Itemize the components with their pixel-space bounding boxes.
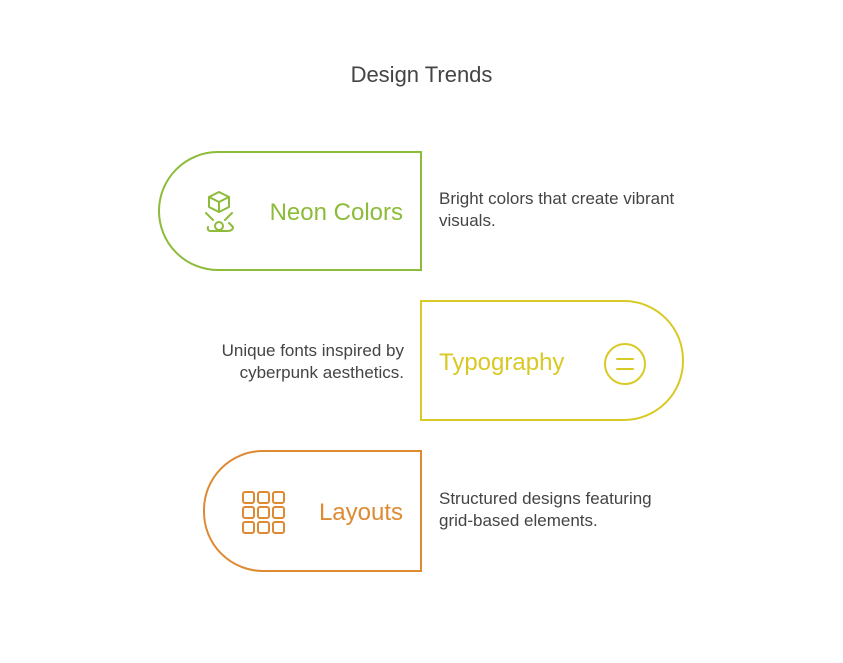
description-line: grid-based elements.: [439, 511, 598, 530]
description-line: visuals.: [439, 211, 496, 230]
description-line: Bright colors that create vibrant: [439, 189, 675, 208]
pill-typography: Typography: [420, 300, 684, 421]
description-typography: Unique fonts inspired by cyberpunk aesth…: [222, 340, 404, 384]
description-layouts: Structured designs featuring grid-based …: [439, 488, 652, 532]
description-line: Structured designs featuring: [439, 489, 652, 508]
pill-neon-colors: Neon Colors: [158, 151, 422, 271]
description-line: Unique fonts inspired by: [221, 341, 404, 360]
pill-layouts: Layouts: [203, 450, 422, 572]
pill-label-layouts: Layouts: [318, 499, 403, 526]
grid-icon: [241, 490, 287, 541]
equals-icon: [602, 341, 648, 392]
description-neon-colors: Bright colors that create vibrant visual…: [439, 188, 674, 232]
pill-label-typography: Typography: [439, 349, 565, 376]
description-line: cyberpunk aesthetics.: [239, 363, 404, 382]
pill-label-neon-colors: Neon Colors: [269, 199, 403, 226]
hologram-icon: [200, 189, 238, 240]
diagram-title: Design Trends: [350, 62, 493, 87]
